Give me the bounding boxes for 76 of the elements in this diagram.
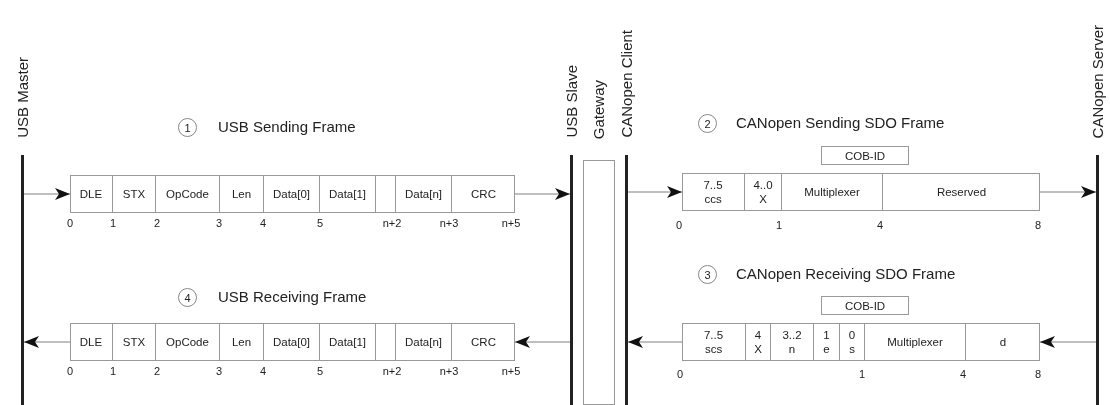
byte-offset: 3: [215, 365, 223, 377]
field-cell: Data[0]: [264, 176, 320, 212]
field-cell: STX: [113, 176, 156, 212]
byte-offset: 1: [109, 217, 117, 229]
arrow: [627, 186, 683, 198]
frame-box: [70, 323, 515, 361]
frame-title: USB Receiving Frame: [218, 288, 367, 305]
byte-offset: n+2: [382, 217, 402, 229]
byte-offset: n+3: [439, 365, 459, 377]
byte-offset: 1: [775, 219, 783, 231]
field-cell: Data[n]: [396, 176, 452, 212]
field-cell: 3..2 n: [771, 324, 814, 360]
arrow: [1039, 336, 1097, 348]
field-cell: STX: [113, 324, 156, 360]
byte-offset: 5: [316, 365, 324, 377]
byte-offset: 1: [858, 368, 866, 380]
frame-box: [682, 173, 1040, 211]
frame-box: [682, 323, 1040, 361]
arrow: [514, 336, 571, 348]
field-cell: CRC: [452, 324, 515, 360]
field-cell: Data[1]: [320, 176, 376, 212]
participant-label: Gateway: [591, 79, 607, 139]
byte-offset: 5: [316, 217, 324, 229]
arrow: [1039, 186, 1097, 198]
field-cell: 7..5 scs: [682, 324, 746, 360]
byte-offset: 2: [153, 217, 161, 229]
byte-offset: 0: [675, 219, 683, 231]
byte-offset: 3: [215, 217, 223, 229]
field-cell: d: [966, 324, 1040, 360]
byte-offset: n+5: [501, 217, 521, 229]
arrow: [23, 188, 71, 200]
field-cell: Multiplexer: [782, 174, 883, 210]
field-cell: DLE: [70, 176, 113, 212]
field-cell: 4..0 X: [745, 174, 782, 210]
field-cell: OpCode: [156, 176, 220, 212]
byte-offset: 0: [66, 217, 74, 229]
field-cell: Reserved: [883, 174, 1040, 210]
frame-title: USB Sending Frame: [218, 118, 356, 135]
participant-label: CANopen Server: [1089, 24, 1106, 138]
participant-label: CANopen Client: [618, 30, 635, 138]
field-cell: 1 e: [814, 324, 840, 360]
frame-title: CANopen Receiving SDO Frame: [736, 265, 956, 282]
byte-offset: 4: [876, 219, 884, 231]
byte-offset: 8: [1034, 219, 1042, 231]
field-cell: CRC: [452, 176, 515, 212]
arrow: [627, 336, 683, 348]
byte-offset: 4: [959, 368, 967, 380]
field-cell: Len: [220, 324, 264, 360]
field-cell: OpCode: [156, 324, 220, 360]
field-cell: 4 X: [746, 324, 771, 360]
byte-offset: 4: [259, 365, 267, 377]
byte-offset: 0: [66, 365, 74, 377]
frame-title: CANopen Sending SDO Frame: [736, 114, 945, 131]
byte-offset: n+2: [382, 365, 402, 377]
participant-label: USB Slave: [563, 65, 580, 138]
field-cell: Data[n]: [396, 324, 452, 360]
cob-id-box: COB-ID: [821, 146, 909, 165]
byte-offset: 4: [259, 217, 267, 229]
field-cell: 0 s: [840, 324, 865, 360]
frame-box: [70, 175, 515, 213]
byte-offset: n+3: [439, 217, 459, 229]
arrow: [23, 336, 71, 348]
byte-offset: 8: [1034, 368, 1042, 380]
field-cell: Data[0]: [264, 324, 320, 360]
field-cell: Len: [220, 176, 264, 212]
cob-id-box: COB-ID: [821, 296, 909, 315]
arrow: [514, 188, 571, 200]
participant-label: USB Master: [14, 57, 31, 138]
byte-offset: n+5: [501, 365, 521, 377]
byte-offset: 2: [153, 365, 161, 377]
field-cell: DLE: [70, 324, 113, 360]
byte-offset: 1: [109, 365, 117, 377]
field-cell: Multiplexer: [865, 324, 966, 360]
field-cell: Data[1]: [320, 324, 376, 360]
byte-offset: 0: [676, 368, 684, 380]
field-cell: 7..5 ccs: [682, 174, 745, 210]
